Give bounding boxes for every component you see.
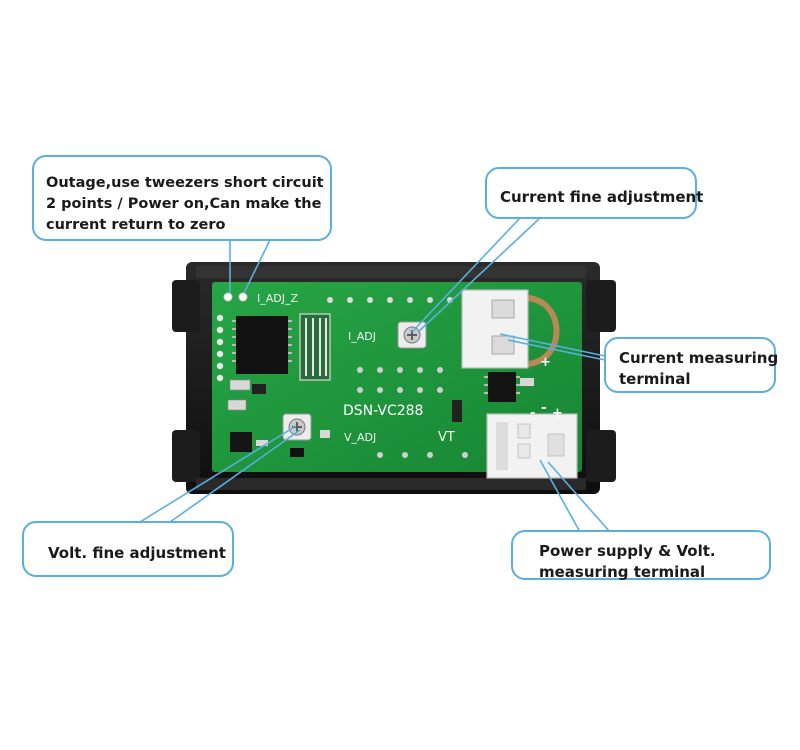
callout-zero-reset: Outage,use tweezers short circuit 2 poin…	[32, 155, 332, 241]
callout-current-fine-line-1: Current fine adjustment	[500, 188, 704, 206]
label-vt: VT	[438, 430, 455, 445]
leader-volt-fine-a	[139, 425, 297, 523]
callout-power-supply-terminal: Power supply & Volt. measuring terminal	[511, 530, 771, 581]
callout-current-measuring-line-1: Current measuring	[619, 349, 779, 367]
silkscreen: I_ADJ_Z I_ADJ DSN-VC288 V_ADJ VT + - - +	[257, 292, 563, 445]
label-plus-top: +	[540, 355, 551, 370]
leader-zero-b	[243, 239, 271, 294]
callout-zero-reset-line-1: Outage,use tweezers short circuit	[46, 175, 324, 191]
pin-grid	[357, 367, 468, 458]
edge-pads	[216, 314, 224, 382]
current-trimpot	[397, 321, 427, 349]
label-v-adj: V_ADJ	[344, 431, 376, 444]
callout-power-supply-line-1: Power supply & Volt.	[539, 542, 716, 560]
callout-zero-reset-line-3: current return to zero	[46, 217, 226, 233]
callout-volt-fine-adjustment: Volt. fine adjustment	[22, 521, 234, 577]
zero-reset-pads	[223, 292, 248, 302]
board-model: DSN-VC288	[343, 403, 423, 419]
leader-current-fine-b	[417, 217, 541, 333]
power-connector	[486, 413, 578, 479]
callout-current-measuring-terminal: Current measuring terminal	[604, 337, 779, 393]
current-connector	[461, 289, 560, 369]
leader-volt-fine-b	[169, 429, 301, 523]
label-i-adj-z: I_ADJ_Z	[257, 292, 298, 305]
smd-components	[227, 379, 462, 457]
label-plus-bottom: +	[552, 406, 563, 421]
callout-volt-fine-line-1: Volt. fine adjustment	[48, 544, 226, 562]
leader-current-meas-b	[507, 339, 606, 361]
regulator-chip	[484, 372, 534, 402]
leader-current-fine-a	[411, 217, 521, 333]
leader-power-a	[539, 459, 581, 533]
main-ic-chip	[232, 316, 292, 374]
label-i-adj: I_ADJ	[348, 330, 376, 343]
callout-current-measuring-line-2: terminal	[619, 370, 691, 388]
leader-lines	[139, 217, 611, 533]
resistor-array	[299, 313, 331, 381]
callout-zero-reset-line-2: 2 points / Power on,Can make the	[46, 196, 322, 212]
leader-power-b	[547, 461, 611, 533]
voltage-trimpot	[282, 413, 312, 441]
leader-current-meas-a	[499, 333, 606, 357]
label-minus-bottom: -	[530, 406, 535, 421]
callout-current-fine-adjustment: Current fine adjustment	[485, 167, 704, 219]
callout-power-supply-line-2: measuring terminal	[539, 563, 706, 581]
label-minus: -	[541, 400, 547, 416]
